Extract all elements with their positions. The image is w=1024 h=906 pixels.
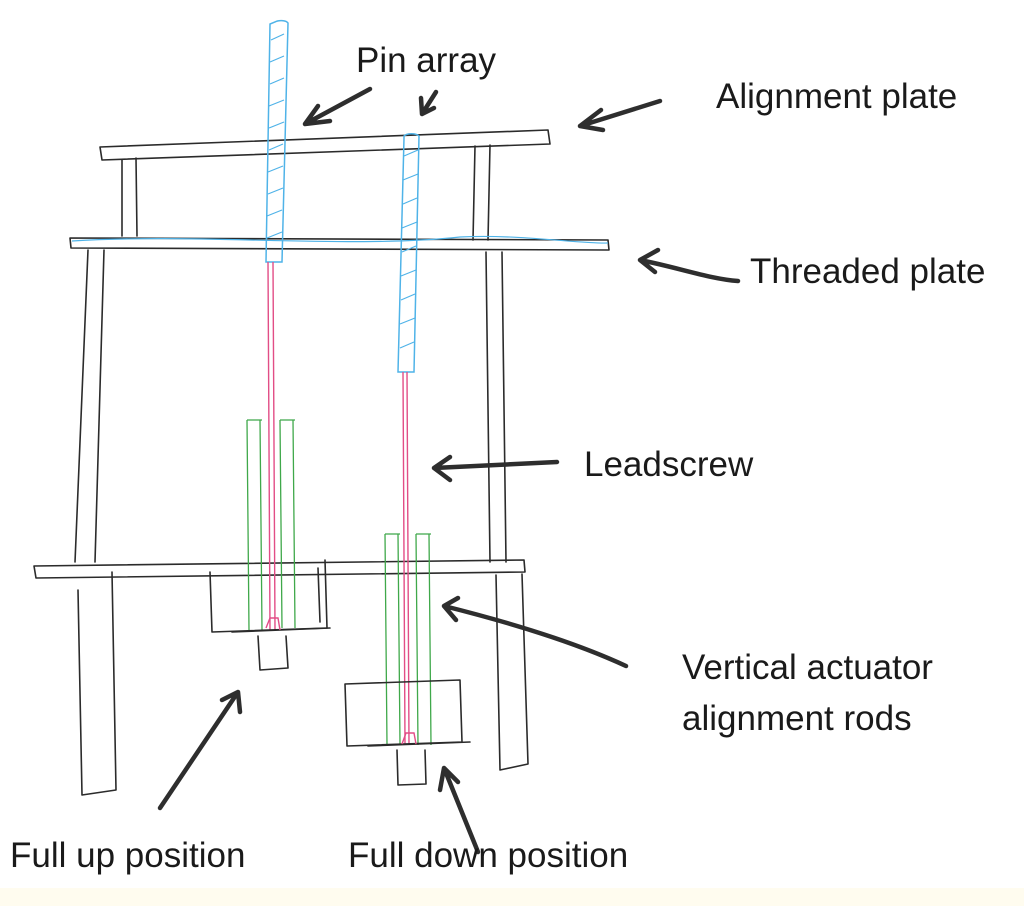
label-full-down: Full down position: [348, 836, 628, 875]
leadscrew-left: [267, 261, 276, 631]
label-threaded-plate: Threaded plate: [750, 252, 985, 291]
pin-right: [397, 133, 420, 373]
label-alignment-plate: Alignment plate: [716, 77, 957, 116]
threaded-plate: [69, 235, 610, 251]
actuator-right: [344, 679, 471, 786]
base-plate: [33, 559, 526, 579]
upper-posts: [121, 144, 491, 241]
arrow-leadscrew: [431, 454, 560, 483]
arrow-alignment-plate: [577, 98, 663, 133]
pin-left: [265, 19, 289, 263]
alignment-rods-left: [246, 419, 296, 631]
arrow-pin-array-right: [418, 89, 439, 117]
arrow-full-down: [437, 765, 481, 855]
arrow-threaded-plate: [637, 247, 741, 284]
label-leadscrew: Leadscrew: [584, 445, 754, 484]
label-actuator-line1: Vertical actuator: [682, 648, 933, 687]
alignment-plate: [99, 129, 551, 161]
label-full-up: Full up position: [10, 836, 245, 875]
arrow-pin-array-left: [302, 86, 373, 127]
actuator-left: [209, 559, 331, 671]
legs: [77, 571, 529, 796]
footer-band: [0, 888, 1024, 906]
label-actuator-line2: alignment rods: [682, 699, 912, 738]
arrow-full-up: [157, 689, 243, 811]
arrow-alignment-rods: [441, 595, 629, 669]
label-pin-array: Pin array: [356, 41, 497, 80]
side-posts: [74, 249, 507, 563]
alignment-rods-right: [384, 533, 432, 746]
leadscrew-right: [402, 371, 410, 746]
